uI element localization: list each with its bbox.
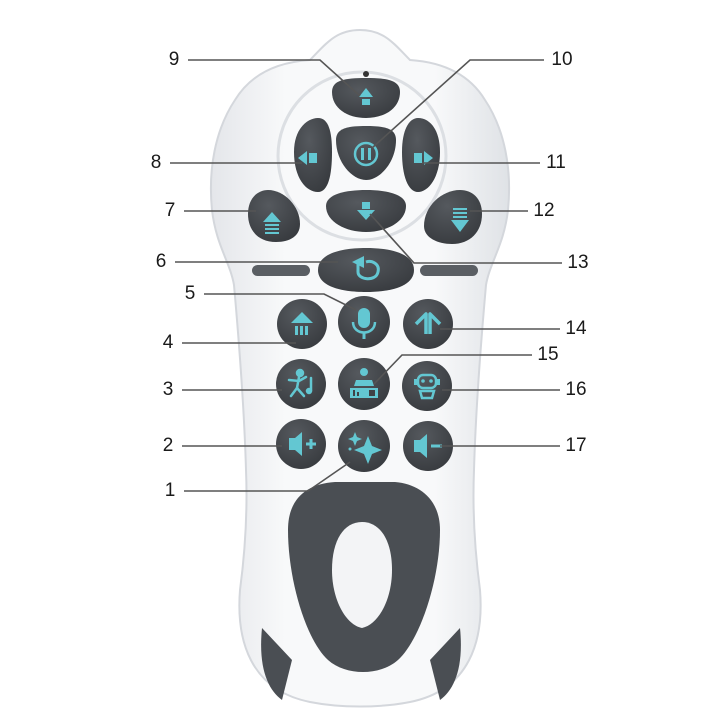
leader-line-9 — [188, 59, 361, 97]
home-icon — [291, 312, 313, 335]
leader-line-13 — [369, 213, 562, 264]
indicator-light — [363, 71, 369, 77]
microphone-icon — [351, 308, 377, 339]
callout-label-13: 13 — [567, 252, 589, 273]
bottom-left-bumper — [261, 628, 292, 700]
sparkle-button[interactable] — [338, 420, 390, 472]
forward-icon — [359, 88, 373, 105]
callout-label-8: 8 — [150, 152, 162, 173]
callout-label-11: 11 — [546, 152, 566, 173]
volume-down-button[interactable] — [403, 421, 453, 471]
volume-up-icon — [289, 432, 316, 456]
callout-label-4: 4 — [162, 332, 174, 353]
tilt-up-icon — [263, 212, 281, 234]
leader-line-10 — [371, 59, 544, 149]
callout-label-2: 2 — [162, 435, 174, 456]
backward-button[interactable] — [326, 190, 406, 232]
volume-up-button[interactable] — [276, 419, 326, 469]
dj-music-icon — [350, 368, 378, 398]
robot-button[interactable] — [402, 361, 452, 411]
turn-left-button[interactable] — [294, 118, 332, 192]
dance-button[interactable] — [276, 359, 326, 409]
callout-label-9: 9 — [168, 49, 180, 70]
dpad-ring — [276, 70, 448, 242]
callout-label-12: 12 — [533, 200, 555, 221]
tilt-down-button[interactable] — [424, 190, 482, 244]
callout-label-3: 3 — [162, 379, 174, 400]
sparkle-icon — [348, 432, 382, 464]
speed-up-button[interactable] — [403, 299, 453, 349]
microphone-button[interactable] — [338, 296, 390, 348]
callout-label-1: 1 — [164, 480, 176, 501]
leader-lines — [170, 59, 562, 492]
bottom-grip-hole — [332, 522, 392, 628]
callout-label-10: 10 — [551, 49, 573, 70]
tilt-up-button[interactable] — [248, 190, 300, 242]
leader-line-1 — [184, 461, 351, 492]
tilt-down-icon — [451, 208, 469, 232]
speed-up-icon — [414, 312, 442, 334]
dj-music-button[interactable] — [338, 358, 390, 410]
turn-left-icon — [298, 151, 317, 165]
forward-button[interactable] — [332, 78, 400, 118]
callout-label-16: 16 — [565, 379, 587, 400]
backward-icon — [357, 202, 375, 220]
callout-label-6: 6 — [155, 251, 167, 272]
callout-label-15: 15 — [537, 344, 559, 365]
callout-label-14: 14 — [565, 318, 587, 339]
robot-icon — [414, 373, 440, 400]
turn-right-button[interactable] — [402, 118, 440, 192]
callout-label-5: 5 — [184, 283, 196, 304]
dance-icon — [287, 368, 313, 398]
bottom-right-bumper — [430, 628, 461, 700]
right-grip-bar — [420, 265, 478, 276]
turn-right-icon — [414, 151, 433, 165]
callout-label-7: 7 — [164, 200, 176, 221]
return-icon — [352, 256, 380, 281]
left-grip-bar — [252, 265, 310, 276]
leader-line-15 — [373, 354, 532, 385]
callout-label-17: 17 — [565, 435, 587, 456]
volume-down-icon — [414, 434, 442, 458]
leader-line-5 — [204, 293, 357, 311]
home-button[interactable] — [277, 299, 327, 349]
return-button[interactable] — [318, 248, 414, 292]
pause-icon — [353, 141, 379, 167]
